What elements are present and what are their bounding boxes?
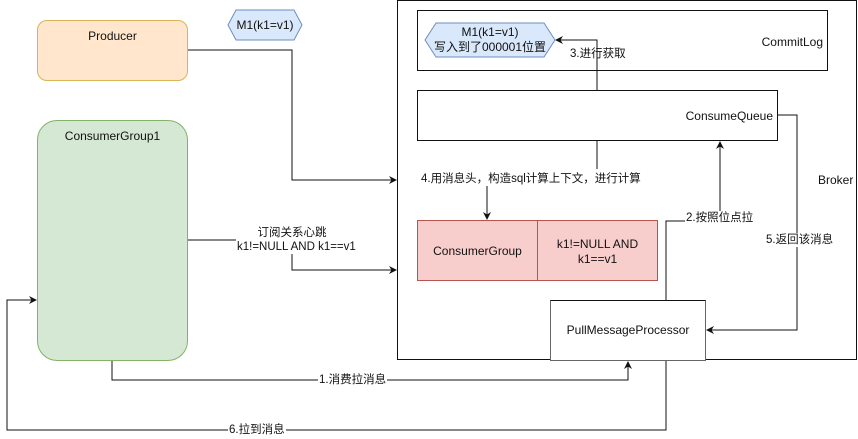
edge-step6 — [6, 296, 667, 431]
commit-log-label: CommitLog — [761, 35, 823, 49]
step2-label: 2.按照位点拉 — [685, 211, 755, 225]
message-m1-shape — [227, 9, 303, 41]
filter-line-2: k1==v1 — [577, 252, 618, 266]
filter-line-1: k1!=NULL AND — [556, 237, 639, 251]
step4-label: 4.用消息头，构造sql计算上下文，进行计算 — [420, 172, 642, 186]
edge-step3 — [555, 36, 598, 90]
consumer-group1-node[interactable]: ConsumerGroup1 — [37, 120, 188, 361]
consumer-group-filter-node[interactable]: k1!=NULL AND k1==v1 — [537, 220, 658, 281]
message-m1-stored-line2: 写入到了000001位置 — [433, 40, 547, 54]
edge-producer-to-broker — [188, 49, 397, 184]
pull-message-processor-label: PullMessageProcessor — [566, 323, 690, 337]
message-m1-stored: M1(k1=v1) 写入到了000001位置 — [425, 25, 555, 55]
consumer-group-node[interactable]: ConsumerGroup — [417, 220, 538, 281]
consumer-group1-label: ConsumerGroup1 — [64, 129, 161, 143]
edge-step5 — [706, 114, 798, 334]
message-m1-stored-shape — [424, 22, 556, 58]
broker-label: Broker — [818, 173, 854, 187]
edge-heartbeat-right — [291, 253, 397, 274]
consume-queue-label: ConsumeQueue — [685, 109, 773, 123]
producer-label: Producer — [88, 29, 137, 43]
heartbeat-label: 订阅关系心跳 k1!=NULL AND k1==v1 — [236, 226, 356, 254]
message-m1-label: M1(k1=v1) — [236, 18, 294, 32]
step6-label: 6.拉到消息 — [228, 423, 286, 437]
message-m1-stored-line1: M1(k1=v1) — [461, 25, 519, 39]
consume-queue-node[interactable]: ConsumeQueue — [417, 90, 778, 141]
heartbeat-label-line1: 订阅关系心跳 — [257, 227, 327, 239]
edge-step2 — [665, 220, 685, 300]
consumer-group-label: ConsumerGroup — [433, 244, 522, 258]
step3-label: 3.进行获取 — [570, 48, 626, 60]
producer-node[interactable]: Producer — [37, 20, 188, 81]
step1-label: 1.消费拉消息 — [318, 373, 388, 387]
heartbeat-label-line2: k1!=NULL AND k1==v1 — [237, 241, 356, 253]
step5-label: 5.返回该消息 — [765, 233, 835, 247]
pull-message-processor-node[interactable]: PullMessageProcessor — [550, 300, 706, 361]
